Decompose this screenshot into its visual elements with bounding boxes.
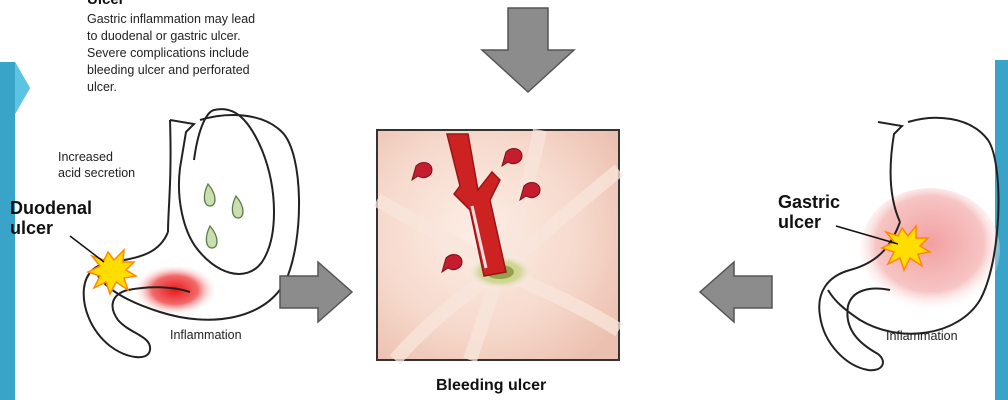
left-inflammation-label: Inflammation	[170, 327, 242, 343]
bleeding-ulcer-illustration	[377, 130, 619, 360]
duodenal-pointer-line	[70, 236, 104, 262]
duodenal-ulcer-label: Duodenal ulcer	[10, 198, 92, 238]
duodenal-label-line: ulcer	[10, 218, 92, 238]
acid-label-line: acid secretion	[58, 165, 135, 181]
acid-drop-icon	[206, 226, 217, 248]
acid-drop-icon	[204, 184, 215, 206]
left-stomach-outline	[170, 109, 274, 274]
gastric-label-line: Gastric	[778, 192, 840, 212]
down-arrow-icon	[482, 8, 574, 92]
duodenal-ulcer-starburst-icon	[88, 250, 136, 294]
gastric-label-line: ulcer	[778, 212, 840, 232]
acid-secretion-label: Increased acid secretion	[58, 149, 135, 181]
right-inflammation-area	[860, 188, 1000, 312]
duodenal-label-line: Duodenal	[10, 198, 92, 218]
left-arrow-icon	[700, 262, 772, 322]
bleeding-ulcer-caption: Bleeding ulcer	[436, 377, 546, 395]
right-inflammation-label: Inflammation	[886, 328, 958, 344]
left-stomach-illustration	[70, 109, 299, 357]
acid-label-line: Increased	[58, 149, 135, 165]
left-inflammation-area	[133, 264, 217, 316]
gastric-ulcer-label: Gastric ulcer	[778, 192, 840, 232]
acid-drop-icon	[232, 196, 243, 218]
right-arrow-icon	[280, 262, 352, 322]
